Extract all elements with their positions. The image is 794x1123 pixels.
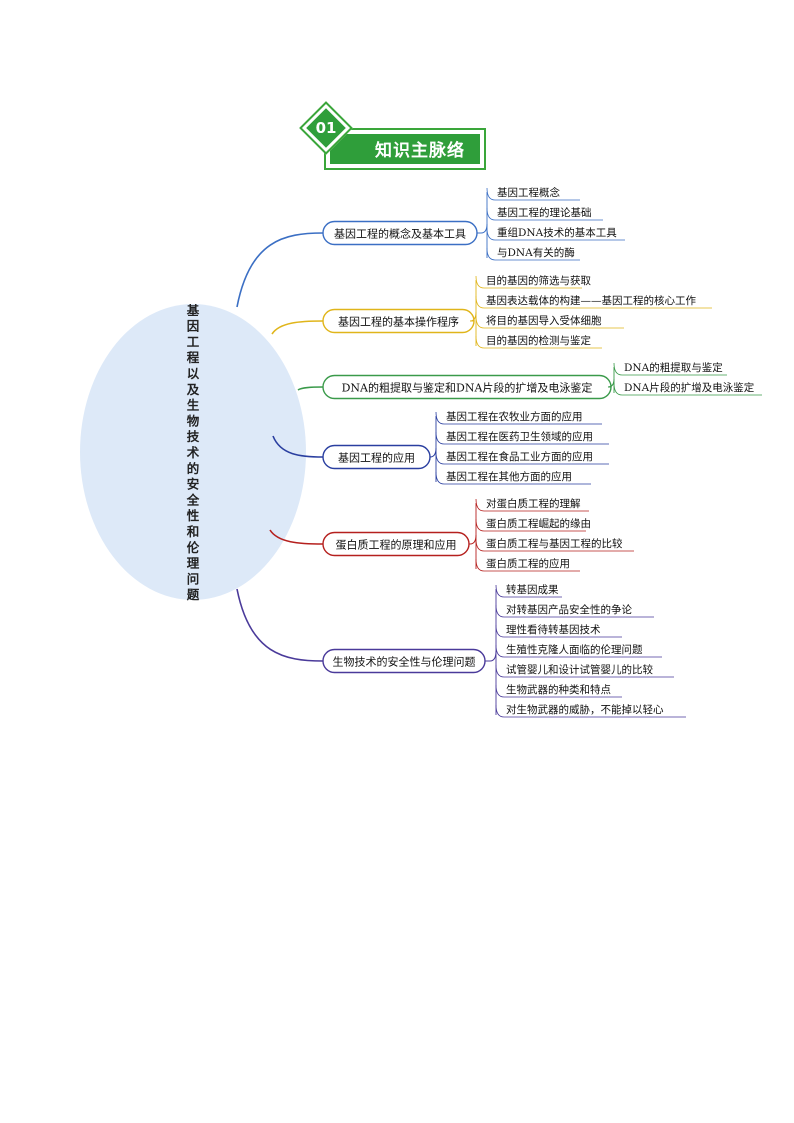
branch-trunk-link [477, 223, 488, 234]
child-underline [475, 335, 602, 349]
branch-connector [272, 435, 324, 458]
child-label: 目的基因的检测与鉴定 [486, 334, 591, 347]
header-title-fill: 知识主脉络 [330, 134, 480, 164]
section-header: 知识主脉络 01 [299, 101, 492, 174]
child-underline [435, 431, 609, 445]
child-label: 基因工程在农牧业方面的应用 [446, 410, 583, 423]
child-underline [475, 518, 586, 532]
root-label-char: 生 [187, 398, 200, 413]
branch-trunk-link [485, 650, 497, 662]
child-underline [435, 451, 609, 465]
root-label-char: 和 [186, 524, 200, 539]
child-label: 对蛋白质工程的理解 [486, 497, 581, 510]
branch-connector [271, 320, 324, 335]
child-underline [475, 275, 582, 289]
child-underline [475, 538, 634, 552]
child-underline [486, 247, 580, 261]
branch-label: DNA的粗提取与鉴定和DNA片段的扩增及电泳鉴定 [342, 381, 593, 395]
root-label-char: 性 [186, 508, 200, 523]
child-label: 蛋白质工程与基因工程的比较 [486, 537, 623, 550]
child-underline [613, 382, 762, 396]
root-label-char: 程 [187, 350, 200, 365]
child-label: 理性看待转基因技术 [506, 623, 601, 636]
branch-trunk-link [429, 447, 437, 458]
child-label: DNA的粗提取与鉴定 [624, 361, 723, 374]
child-label: 将目的基因导入受体细胞 [486, 314, 602, 327]
root-label-char: 理 [187, 556, 200, 571]
child-underline [495, 584, 562, 598]
child-underline [475, 558, 580, 572]
child-label: 基因工程在食品工业方面的应用 [446, 450, 593, 463]
child-label: 对转基因产品安全性的争论 [506, 603, 632, 616]
child-label: 生殖性克隆人面临的伦理问题 [506, 643, 643, 656]
child-label: DNA片段的扩增及电泳鉴定 [624, 381, 755, 394]
child-label: 基因表达载体的构建——基因工程的核心工作 [486, 294, 696, 307]
child-label: 基因工程概念 [497, 186, 560, 199]
root-label-char: 技 [187, 429, 200, 444]
child-underline [495, 604, 654, 618]
child-underline [475, 315, 624, 329]
child-label: 试管婴儿和设计试管婴儿的比较 [506, 663, 653, 676]
branch-connector [297, 386, 324, 391]
child-underline [435, 411, 602, 425]
child-label: 基因工程在医药卫生领域的应用 [446, 430, 593, 443]
child-label: 重组DNA技术的基本工具 [497, 226, 617, 239]
child-label: 基因工程在其他方面的应用 [446, 470, 572, 483]
header-title: 知识主脉络 [375, 141, 465, 161]
child-label: 基因工程的理论基础 [497, 206, 592, 219]
branch-label: 蛋白质工程的原理和应用 [336, 538, 457, 552]
branch-label: 生物技术的安全性与伦理问题 [333, 655, 476, 669]
root-label-char: 全 [186, 492, 200, 507]
root-label-char: 的 [187, 461, 200, 476]
child-underline [495, 684, 622, 698]
branch-connector [236, 232, 324, 308]
root-label-char: 以 [187, 366, 200, 381]
child-underline [475, 498, 589, 512]
branch-connector [269, 529, 324, 545]
child-underline [486, 187, 580, 201]
root-label-char: 工 [187, 334, 200, 349]
root-label-char: 伦 [187, 540, 200, 555]
branch-connector [236, 588, 324, 662]
header-number: 01 [315, 119, 337, 137]
child-underline [495, 704, 686, 718]
child-underline [495, 644, 662, 658]
branch-label: 基因工程的基本操作程序 [338, 315, 459, 329]
child-label: 与DNA有关的酶 [497, 246, 575, 259]
child-underline [495, 624, 622, 638]
root-label-char: 及 [187, 382, 200, 397]
root-label-char: 题 [187, 587, 200, 602]
header-title-box: 知识主脉络 [324, 128, 486, 170]
root-label-char: 问 [187, 571, 200, 586]
child-underline [613, 362, 727, 376]
root-label-char: 因 [187, 319, 200, 334]
child-underline [486, 227, 625, 241]
child-underline [475, 295, 712, 309]
child-underline [486, 207, 603, 221]
root-ellipse [80, 304, 306, 600]
root-label-char: 物 [187, 413, 200, 428]
child-underline [495, 664, 674, 678]
root-label-char: 安 [187, 477, 200, 492]
child-label: 对生物武器的威胁，不能掉以轻心 [506, 703, 664, 716]
child-label: 生物武器的种类和特点 [506, 683, 611, 696]
branch-label: 基因工程的概念及基本工具 [334, 227, 466, 241]
branch-label: 基因工程的应用 [338, 451, 415, 465]
branch-trunk-link [469, 534, 477, 545]
child-label: 蛋白质工程的应用 [486, 557, 570, 570]
child-label: 目的基因的筛选与获取 [486, 274, 591, 287]
child-underline [435, 471, 591, 485]
child-label: 转基因成果 [506, 583, 559, 596]
root-label-char: 术 [186, 445, 200, 460]
child-label: 蛋白质工程崛起的缘由 [486, 517, 591, 530]
root-label-char: 基 [186, 303, 200, 318]
